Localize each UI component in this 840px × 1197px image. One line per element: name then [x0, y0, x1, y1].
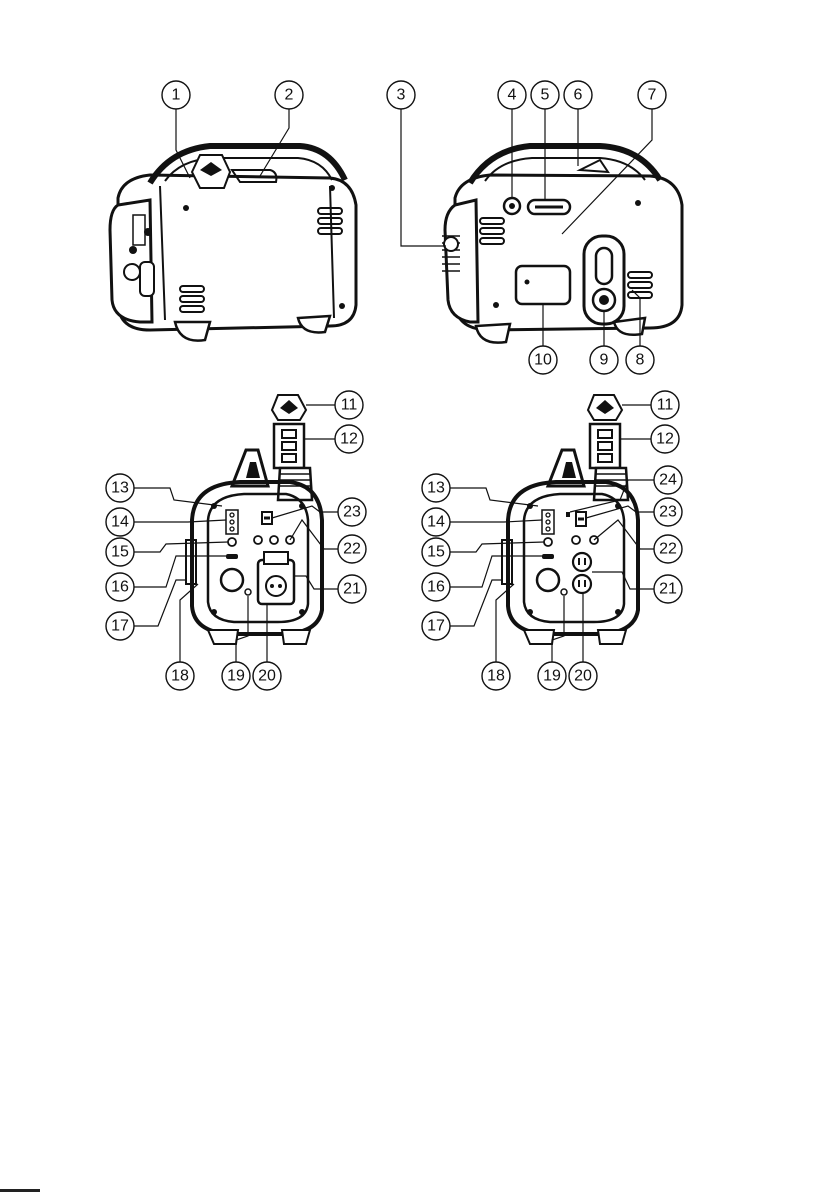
callout-2: 2	[275, 81, 303, 109]
svg-text:12: 12	[340, 431, 358, 448]
callout-right-16: 16	[422, 573, 450, 601]
callout-7: 7	[638, 81, 666, 109]
svg-text:1: 1	[172, 87, 181, 104]
svg-text:22: 22	[343, 541, 361, 558]
svg-text:19: 19	[543, 668, 561, 685]
svg-text:19: 19	[227, 668, 245, 685]
svg-text:2: 2	[285, 87, 294, 104]
svg-text:16: 16	[427, 579, 445, 596]
callout-right-13: 13	[422, 474, 450, 502]
callout-left-22: 22	[338, 535, 366, 563]
callout-right-24: 24	[654, 466, 682, 494]
svg-text:7: 7	[648, 87, 657, 104]
svg-text:16: 16	[111, 579, 129, 596]
svg-text:10: 10	[534, 352, 552, 369]
svg-text:23: 23	[659, 504, 677, 521]
callout-10: 10	[529, 346, 557, 374]
svg-text:15: 15	[111, 544, 129, 561]
svg-text:4: 4	[508, 87, 517, 104]
callout-right-18: 18	[482, 662, 510, 690]
callout-right-22: 22	[654, 535, 682, 563]
callout-right-21: 21	[654, 575, 682, 603]
callout-right-14: 14	[422, 508, 450, 536]
svg-text:21: 21	[659, 581, 677, 598]
svg-text:5: 5	[541, 87, 550, 104]
svg-text:18: 18	[171, 668, 189, 685]
callout-right-11: 11	[651, 391, 679, 419]
svg-text:11: 11	[657, 397, 674, 414]
callout-left-13: 13	[106, 474, 134, 502]
svg-text:23: 23	[343, 504, 361, 521]
callout-left-14: 14	[106, 508, 134, 536]
svg-text:9: 9	[600, 352, 609, 369]
svg-text:21: 21	[343, 581, 361, 598]
generator-front-left-view	[110, 146, 356, 341]
callout-left-19: 19	[222, 662, 250, 690]
svg-text:8: 8	[636, 352, 645, 369]
callout-6: 6	[564, 81, 592, 109]
svg-text:11: 11	[341, 397, 358, 414]
callout-left-15: 15	[106, 538, 134, 566]
svg-text:24: 24	[659, 472, 677, 489]
control-panel-left-view	[186, 395, 322, 644]
callout-1: 1	[162, 81, 190, 109]
svg-text:6: 6	[574, 87, 583, 104]
callout-left-16: 16	[106, 573, 134, 601]
callout-left-20: 20	[253, 662, 281, 690]
svg-text:3: 3	[397, 87, 406, 104]
callout-left-18: 18	[166, 662, 194, 690]
callout-left-17: 17	[106, 612, 134, 640]
svg-text:13: 13	[111, 480, 129, 497]
callout-5: 5	[531, 81, 559, 109]
svg-text:14: 14	[111, 514, 129, 531]
callout-left-12: 12	[335, 425, 363, 453]
svg-text:12: 12	[656, 431, 674, 448]
svg-text:17: 17	[111, 618, 129, 635]
callout-3: 3	[387, 81, 415, 109]
callout-left-11: 11	[335, 391, 363, 419]
callout-right-15: 15	[422, 538, 450, 566]
callout-right-20: 20	[569, 662, 597, 690]
callout-right-12: 12	[651, 425, 679, 453]
callout-right-17: 17	[422, 612, 450, 640]
callout-right-19: 19	[538, 662, 566, 690]
callout-9: 9	[590, 346, 618, 374]
control-panel-right-view	[502, 395, 638, 644]
svg-text:13: 13	[427, 480, 445, 497]
callout-4: 4	[498, 81, 526, 109]
svg-text:15: 15	[427, 544, 445, 561]
callout-left-21: 21	[338, 575, 366, 603]
svg-text:17: 17	[427, 618, 445, 635]
svg-text:14: 14	[427, 514, 445, 531]
callout-left-23: 23	[338, 498, 366, 526]
svg-text:18: 18	[487, 668, 505, 685]
svg-text:20: 20	[258, 668, 276, 685]
svg-text:20: 20	[574, 668, 592, 685]
generator-rear-right-view	[442, 146, 682, 343]
svg-text:22: 22	[659, 541, 677, 558]
callout-right-23: 23	[654, 498, 682, 526]
callout-8: 8	[626, 346, 654, 374]
